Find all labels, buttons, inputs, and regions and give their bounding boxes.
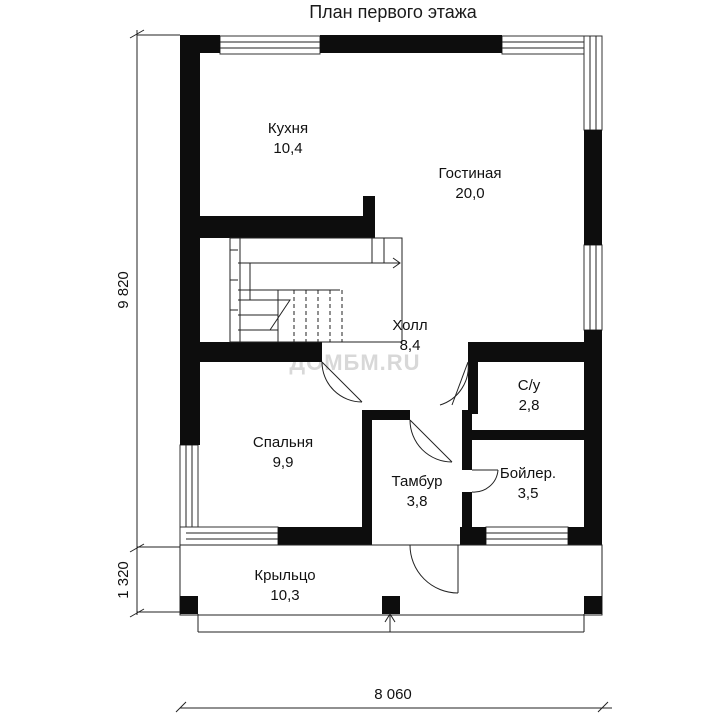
room-living-name: Гостиная — [439, 165, 502, 182]
room-living-area: 20,0 — [455, 185, 484, 202]
height-main-label: 9 820 — [115, 271, 132, 309]
plan-title: План первого этажа — [309, 2, 478, 22]
horizontal-dimension-line — [175, 701, 612, 713]
room-kitchen-name: Кухня — [268, 120, 308, 137]
room-wc-name: С/у — [518, 377, 541, 394]
room-vestibule-name: Тамбур — [392, 473, 443, 490]
room-hall-area: 8,4 — [400, 337, 421, 354]
room-bedroom-area: 9,9 — [273, 454, 294, 471]
staircase — [229, 237, 403, 343]
porch — [179, 544, 603, 633]
room-porch-area: 10,3 — [270, 587, 299, 604]
room-wc-area: 2,8 — [519, 397, 540, 414]
height-porch-label: 1 320 — [115, 561, 132, 599]
room-hall-name: Холл — [392, 317, 427, 334]
room-porch-name: Крыльцо — [254, 567, 315, 584]
room-bedroom-name: Спальня — [253, 434, 313, 451]
room-kitchen-area: 10,4 — [273, 140, 302, 157]
room-vestibule-area: 3,8 — [407, 493, 428, 510]
room-boiler-name: Бойлер. — [500, 465, 556, 482]
walls — [180, 35, 602, 545]
width-label: 8 060 — [374, 686, 412, 703]
vertical-dimension-line — [129, 29, 180, 618]
door-swings — [321, 361, 499, 594]
room-boiler-area: 3,5 — [518, 485, 539, 502]
